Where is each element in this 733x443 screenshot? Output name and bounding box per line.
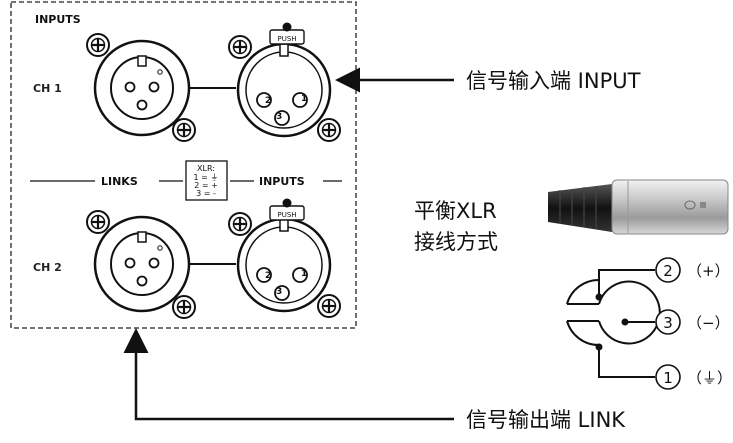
screw-icon	[85, 32, 111, 58]
svg-text:PUSH: PUSH	[277, 211, 296, 219]
svg-text:1: 1	[663, 369, 673, 387]
plug-title-line2: 接线方式	[414, 230, 498, 254]
svg-text:1: 1	[301, 269, 307, 279]
push-button: PUSH	[269, 198, 305, 221]
svg-text:3: 3	[663, 314, 673, 332]
inputs-label-2: INPUTS	[259, 175, 305, 188]
screw-icon	[227, 211, 253, 237]
ch2-male-connector	[93, 215, 191, 313]
screw-icon	[85, 209, 111, 235]
pin-1-meaning: （⏚）	[687, 369, 732, 387]
link-arrow	[123, 328, 454, 421]
svg-text:3: 3	[276, 287, 282, 297]
input-callout-label: 信号输入端 INPUT	[466, 69, 641, 93]
pin-3-label: 3	[276, 112, 282, 122]
ch2-female-connector	[236, 217, 332, 313]
svg-text:2 = +: 2 = +	[194, 181, 218, 190]
pin-2-marker	[655, 257, 681, 283]
ch1-label: CH 1	[33, 82, 62, 95]
pin-3-marker	[655, 309, 681, 335]
screw-icon	[171, 294, 197, 320]
push-button: PUSH	[269, 22, 305, 45]
xlr-pinout-diagram: 2 3 1 （+） （−） （⏚）	[566, 257, 732, 390]
screw-icon	[171, 117, 197, 143]
pin-1-marker	[655, 364, 681, 390]
screw-icon	[316, 293, 342, 319]
svg-text:XLR:: XLR:	[197, 164, 215, 173]
xlr-legend: XLR: 1 = ⏚ 2 = + 3 = -	[185, 160, 228, 201]
pin-2-meaning: （+）	[687, 262, 730, 280]
svg-text:2: 2	[663, 262, 673, 280]
pin-3-meaning: （−）	[687, 314, 730, 332]
svg-text:1 = ⏚: 1 = ⏚	[194, 173, 219, 182]
pin-1-label: 1	[301, 94, 307, 104]
plug-title-line1: 平衡XLR	[414, 199, 497, 223]
ch2-label: CH 2	[33, 261, 62, 274]
xlr-plug-image	[548, 179, 729, 235]
svg-text:2: 2	[265, 271, 271, 281]
inputs-label: INPUTS	[35, 13, 81, 26]
pin-2-label: 2	[265, 96, 271, 106]
screw-icon	[316, 117, 342, 143]
screw-icon	[227, 34, 253, 60]
panel-border	[10, 1, 357, 329]
push-label: PUSH	[277, 35, 296, 43]
ch1-female-connector	[236, 42, 332, 138]
svg-text:3 = -: 3 = -	[196, 189, 216, 198]
links-label: LINKS	[101, 175, 138, 188]
ch1-male-connector	[93, 39, 191, 137]
link-callout-label: 信号输出端 LINK	[466, 408, 626, 432]
